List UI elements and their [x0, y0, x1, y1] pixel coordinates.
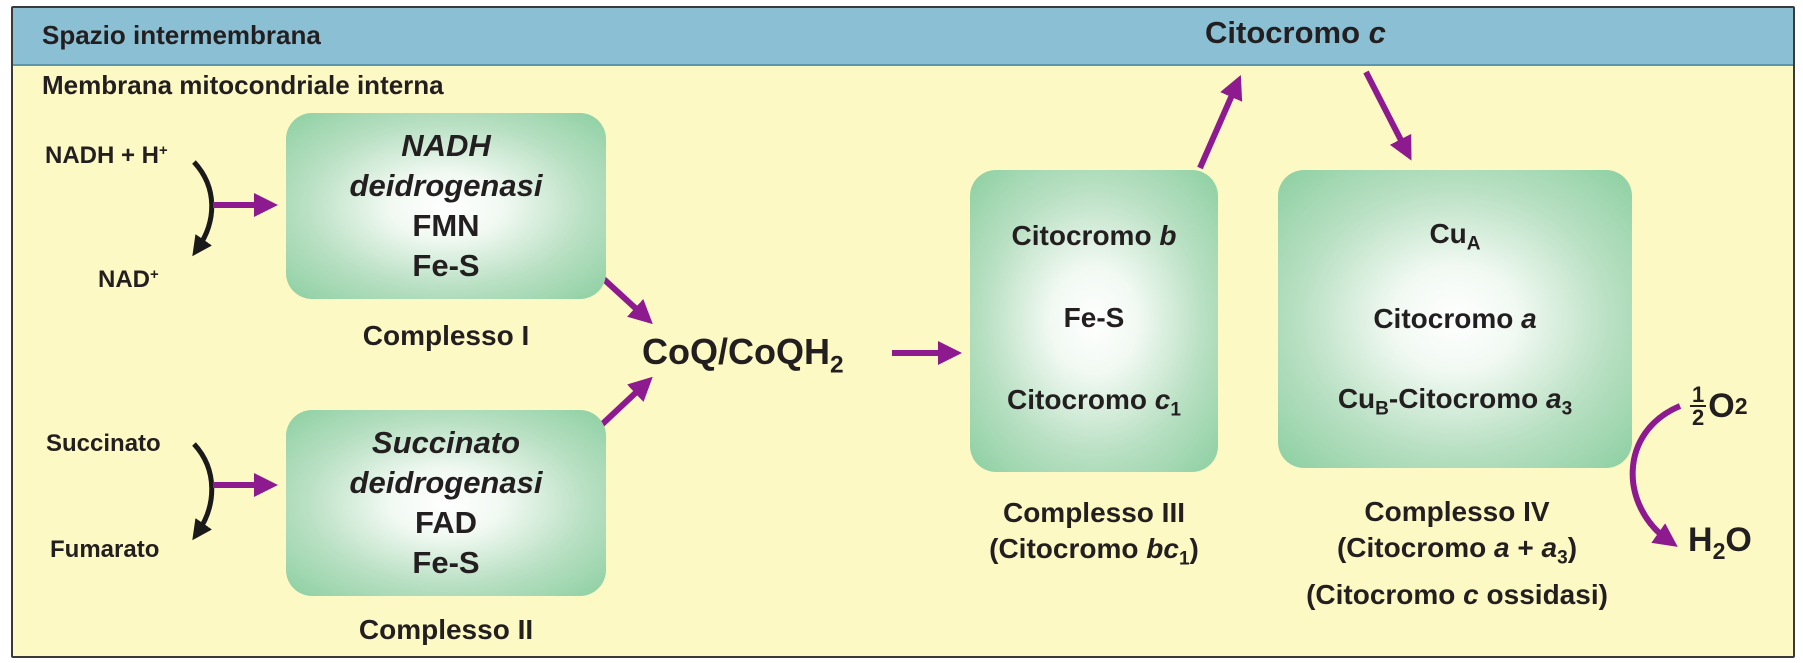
nadh-label: NADH + H+ — [45, 142, 168, 169]
complex3-box: Citocromo b Fe-S Citocromo c1 — [970, 170, 1218, 472]
complex3-to-cytochrome-c-arrow — [1197, 75, 1243, 170]
complex4-box: CuA Citocromo a CuB-Citocromo a3 — [1278, 170, 1632, 468]
cytochrome-c-label: Citocromo c — [1205, 15, 1386, 50]
fumarate-label: Fumarato — [50, 536, 160, 563]
complex4-label: Complesso IV (Citocromo a + a3) (Citocro… — [1306, 494, 1608, 613]
nad-label: NAD+ — [98, 266, 159, 293]
complex2-fes: Fe-S — [412, 545, 480, 580]
inner-membrane-label: Membrana mitocondriale interna — [42, 70, 444, 100]
complex4-cub-cytochrome-a3: CuB-Citocromo a3 — [1337, 382, 1573, 420]
complex1-enzyme-line1: NADH — [401, 128, 491, 163]
complex2-box: Succinato deidrogenasi FAD Fe-S — [286, 410, 606, 596]
complex1-enzyme-line2: deidrogenasi — [349, 168, 543, 203]
complex1-fes: Fe-S — [412, 248, 480, 283]
complex3-cytochrome-b: Citocromo b — [1011, 220, 1177, 252]
complex1-label: Complesso I — [362, 320, 530, 351]
complex4-alt-name2: (Citocromo c ossidasi) — [1306, 578, 1608, 610]
complex4-alt-name1: (Citocromo a + a3) — [1336, 532, 1578, 569]
complex2-enzyme-line2: deidrogenasi — [349, 465, 543, 500]
oxygen-to-water-arrow — [1629, 403, 1682, 547]
complex2-enzyme-line1: Succinato — [371, 425, 521, 460]
succinate-label: Succinato — [46, 430, 161, 457]
complex3-cytochrome-c1: Citocromo c1 — [1007, 384, 1181, 421]
complex4-cua: CuA — [1429, 217, 1481, 255]
complex3-fes: Fe-S — [1063, 302, 1125, 334]
complex1-fmn: FMN — [412, 208, 480, 243]
complex2-to-coq-arrow — [593, 376, 653, 433]
intermembrane-space-label: Spazio intermembrana — [42, 20, 321, 50]
complex3-alt-name: (Citocromo bc1) — [989, 533, 1199, 570]
complex3-label: Complesso III (Citocromo bc1) — [989, 495, 1199, 578]
water-label: H2O — [1688, 521, 1752, 565]
succinate-to-fumarate-arrow — [192, 442, 215, 541]
complex4-cytochrome-a: Citocromo a — [1373, 303, 1537, 334]
nadh-to-nad-arrow — [192, 160, 215, 257]
intermembrane-space-band — [13, 8, 1793, 66]
coenzyme-q-label: CoQ/CoQH2 — [642, 331, 844, 379]
complex1-box: NADH deidrogenasi FMN Fe-S — [286, 113, 606, 299]
complex2-label: Complesso II — [358, 614, 534, 645]
cytochrome-c-to-complex4-arrow — [1363, 70, 1412, 161]
complex2-fad: FAD — [415, 505, 477, 540]
